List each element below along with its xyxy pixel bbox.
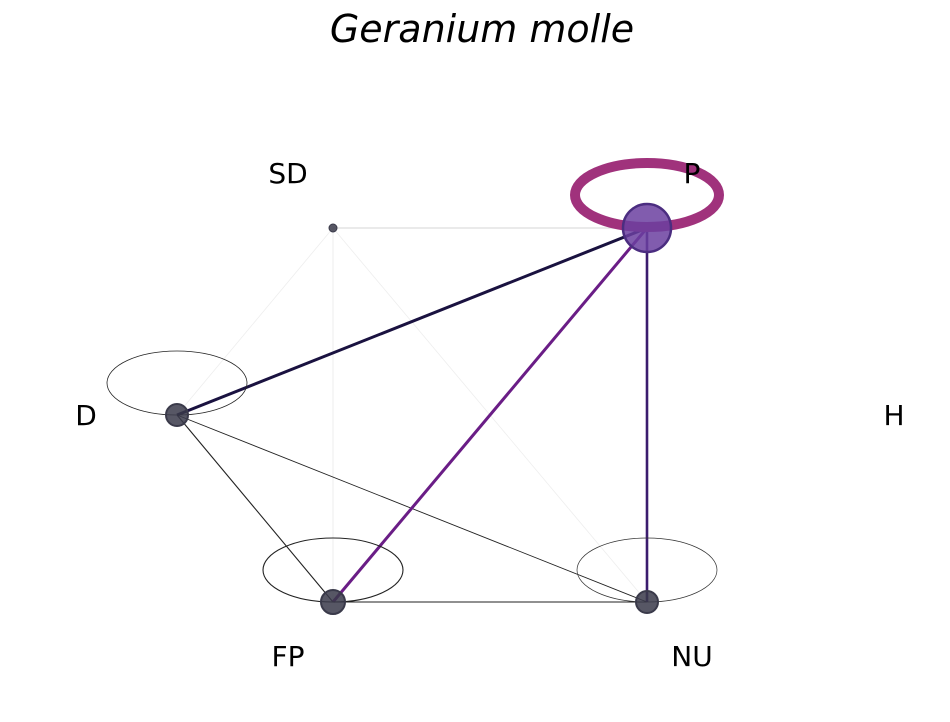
- diagram-title: Geranium molle: [330, 7, 634, 51]
- node-labels: SD P D H FP NU: [75, 157, 904, 673]
- node-label-sd: SD: [268, 157, 307, 190]
- node-label-fp: FP: [272, 640, 305, 673]
- node-nu: [635, 590, 659, 614]
- node-fp: [320, 589, 346, 615]
- node-sd: [328, 223, 338, 233]
- node-p: [621, 202, 673, 254]
- node-label-d: D: [75, 399, 97, 432]
- edge-fp-p: [331, 227, 649, 603]
- node-d: [165, 403, 189, 427]
- edges: [176, 226, 649, 603]
- edge-d-p: [176, 226, 648, 417]
- node-label-p: P: [684, 157, 701, 190]
- edge-sd-d: [176, 227, 334, 416]
- edge-d-fp: [176, 414, 334, 603]
- nodes: [165, 202, 673, 615]
- node-label-h: H: [883, 399, 904, 432]
- node-label-nu: NU: [671, 640, 712, 673]
